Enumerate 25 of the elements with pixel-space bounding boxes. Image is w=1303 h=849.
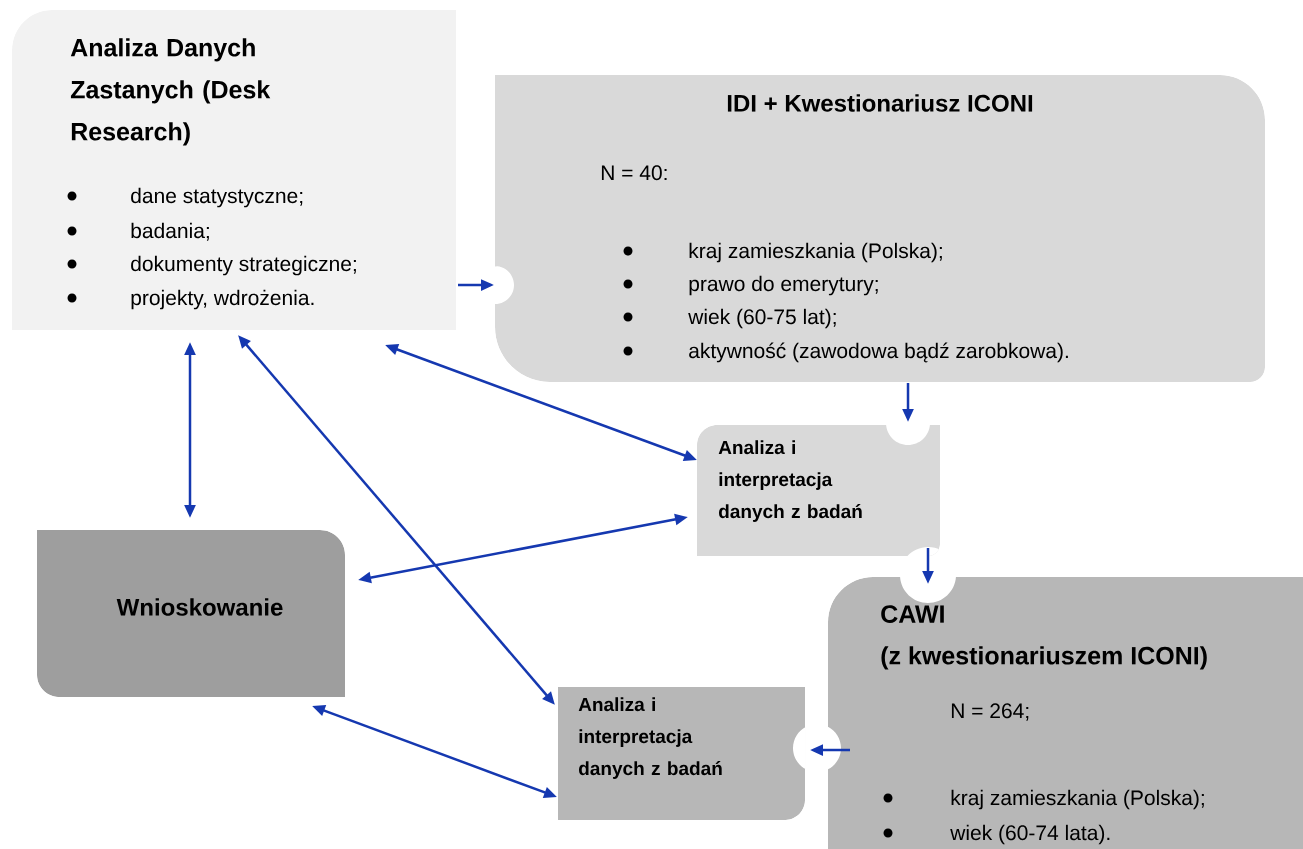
bullet-item: aktywność (zawodowa bądź zarobkowa). — [623, 342, 1068, 363]
heading: Wnioskowanie — [116, 598, 283, 616]
heading: CAWI — [881, 605, 944, 623]
bullet-item: badania; — [67, 222, 209, 241]
heading: IDI + Kwestionariusz ICONI — [727, 94, 1033, 112]
bullet-item: wiek (60-75 lat); — [623, 308, 836, 329]
heading: (z kwestionariuszem ICONI) — [881, 646, 1207, 670]
bullet-item: wiek (60-74 lata). — [883, 824, 1110, 845]
process-box — [828, 577, 1303, 849]
heading: Analiza Danych Zastanych (Desk Research) — [70, 38, 271, 146]
heading: Analiza i interpretacja danych z badań — [578, 697, 722, 779]
bullet-item: kraj zamieszkania (Polska); — [883, 789, 1204, 810]
bullet-item: prawo do emerytury; — [623, 275, 878, 296]
process-box — [697, 425, 940, 556]
process-box — [495, 75, 1265, 382]
process-box — [37, 530, 345, 697]
sample-size: N = 264; — [951, 703, 1029, 721]
bullet-item: dokumenty strategiczne; — [67, 255, 356, 276]
bullet-item: kraj zamieszkania (Polska); — [623, 242, 942, 263]
process-box — [558, 687, 805, 820]
bullet-item: dane statystyczne; — [67, 187, 303, 208]
process-box — [12, 10, 456, 330]
sample-size: N = 40: — [601, 165, 667, 181]
heading: Analiza i interpretacja danych z badań — [718, 440, 862, 522]
bullet-item: projekty, wdrożenia. — [67, 289, 314, 310]
